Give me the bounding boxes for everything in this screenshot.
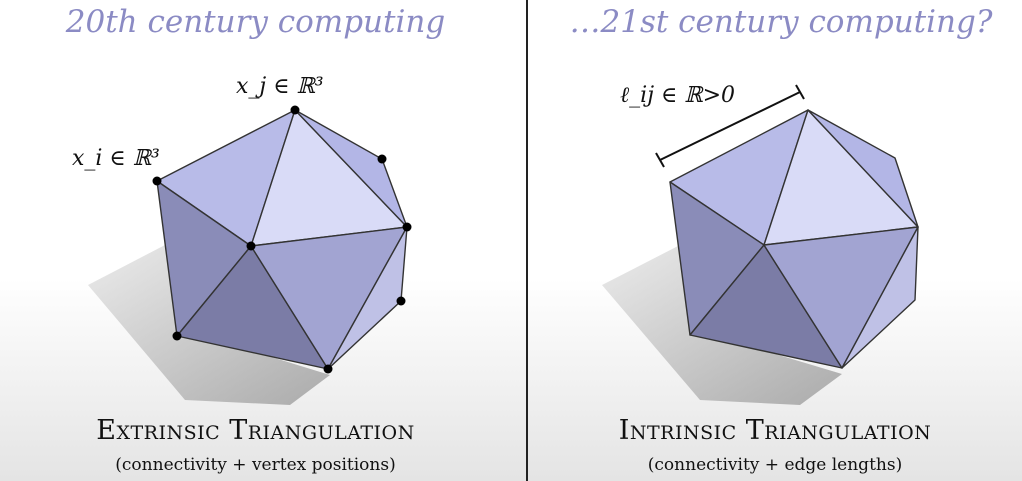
right-subtitle: (connectivity + edge lengths) — [647, 455, 903, 475]
intrinsic-mesh — [602, 109, 919, 405]
label-xi: x_i ∈ ℝ³ — [72, 146, 160, 171]
right-heading: Intrinsic Triangulation — [618, 415, 932, 446]
left-title: 20th century computing — [65, 4, 446, 40]
face — [327, 226, 408, 370]
edge-length-bar — [655, 84, 805, 168]
divider — [526, 0, 528, 481]
left-heading: Extrinsic Triangulation — [96, 415, 415, 446]
vertex-dots — [152, 105, 412, 374]
extrinsic-mesh — [88, 109, 408, 405]
shadow — [88, 245, 330, 405]
shadow — [602, 245, 842, 405]
face — [841, 226, 919, 369]
left-subtitle: (connectivity + vertex positions) — [115, 455, 396, 475]
label-lij: ℓ_ij ∈ ℝ>0 — [620, 83, 736, 108]
label-xj: x_j ∈ ℝ³ — [236, 74, 324, 99]
face — [807, 109, 919, 228]
face — [294, 109, 408, 228]
right-title: …21st century computing? — [569, 4, 993, 40]
